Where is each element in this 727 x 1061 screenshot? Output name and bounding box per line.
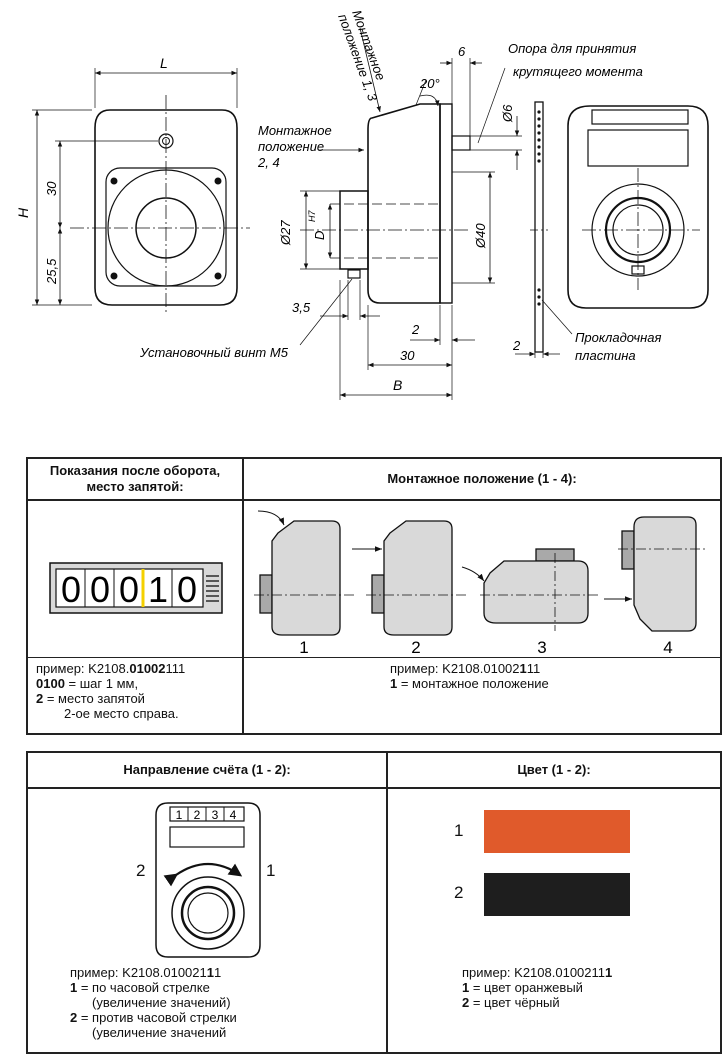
dim-h-label: H [15,207,31,218]
mounting-positions: 1 2 3 4 [254,510,708,657]
counter-digit-1: 0 [61,569,81,610]
color-label-2: 2 [454,883,464,902]
dim-2b-label: 2 [512,338,521,353]
reading-example-note: пример: K2108.01002111 0100 = шаг 1 мм, … [36,661,186,721]
direction-diagram: 1 2 3 4 [155,802,261,958]
header-count-direction: Направление счёта (1 - 2): [123,762,291,777]
dim-6-label: 6 [458,44,466,59]
table-direction-and-color: Направление счёта (1 - 2): Цвет (1 - 2):… [26,751,722,1054]
dim-20deg-label: 20° [419,76,440,91]
position-1-label: 1 [299,638,308,657]
position-4-label: 4 [663,638,672,657]
color-swatch-orange [484,810,630,853]
dim-b-label: B [393,377,402,393]
dir-counter-digit-1: 1 [176,808,183,822]
dim-30-label: 30 [44,181,59,196]
header-mounting-position: Монтажное положение (1 - 4): [387,471,577,486]
mount-24-label-a: Монтажное [258,123,332,138]
direction-label-2: 2 [136,861,146,880]
dim-d40-label: Ø40 [473,223,488,249]
header-color: Цвет (1 - 2): [517,762,591,777]
position-2-label: 2 [411,638,420,657]
direction-example-note: пример: K2108.01002111 1 = по часовой ст… [70,965,237,1040]
rear-view [567,105,709,309]
dim-3-5-label: 3,5 [292,300,311,315]
spacer-plate [515,101,573,358]
position-3-shape [461,548,598,631]
dim-l-label: L [160,55,168,71]
position-3-label: 3 [537,638,546,657]
header-reading-comma: Показания после оборота, место запятой: [49,463,221,494]
torque-label-b: крутящего момента [513,64,643,79]
counter-digit-3: 0 [119,569,139,610]
position-1-shape [254,510,354,636]
color-label-1: 1 [454,821,464,840]
counter-digit-5: 0 [177,569,197,610]
counter-digit-4: 1 [148,569,168,610]
direction-label-1: 1 [266,861,276,880]
dim-d27-label: Ø27 [278,220,293,246]
table-reading-and-mounting: Показания после оборота, место запятой: … [26,457,722,735]
mount-24-label-c: 2, 4 [257,155,280,170]
dir-counter-digit-3: 3 [212,808,219,822]
mount-24-label-b: положение [258,139,324,154]
plate-label-b: пластина [575,348,636,363]
dim-h7-label: H7 [307,210,317,222]
side-view [299,27,522,400]
counter-digit-2: 0 [90,569,110,610]
dim-25-5-label: 25,5 [44,258,59,285]
screw-label: Установочный винт M5 [139,345,289,360]
plate-label-a: Прокладочная [575,330,662,345]
color-swatch-black [484,873,630,916]
torque-label-a: Опора для принятия [508,41,636,56]
color-example-note: пример: K2108.01002111 1 = цвет оранжевы… [462,965,613,1010]
dim-d-label: D [312,231,327,240]
dir-counter-digit-4: 4 [230,808,237,822]
technical-drawing: L H 30 25,5 [15,8,709,400]
mounting-example-note: пример: K2108.01002111 1 = монтажное пол… [390,661,549,691]
dim-d6-label: Ø6 [500,104,515,123]
dim-30b-label: 30 [400,348,415,363]
position-4-shape [604,516,708,632]
dir-counter-digit-2: 2 [194,808,201,822]
front-view [32,68,250,312]
position-2-shape [352,520,466,636]
dim-2a-label: 2 [411,322,420,337]
counter-display: 0 0 0 1 0 [49,562,223,614]
